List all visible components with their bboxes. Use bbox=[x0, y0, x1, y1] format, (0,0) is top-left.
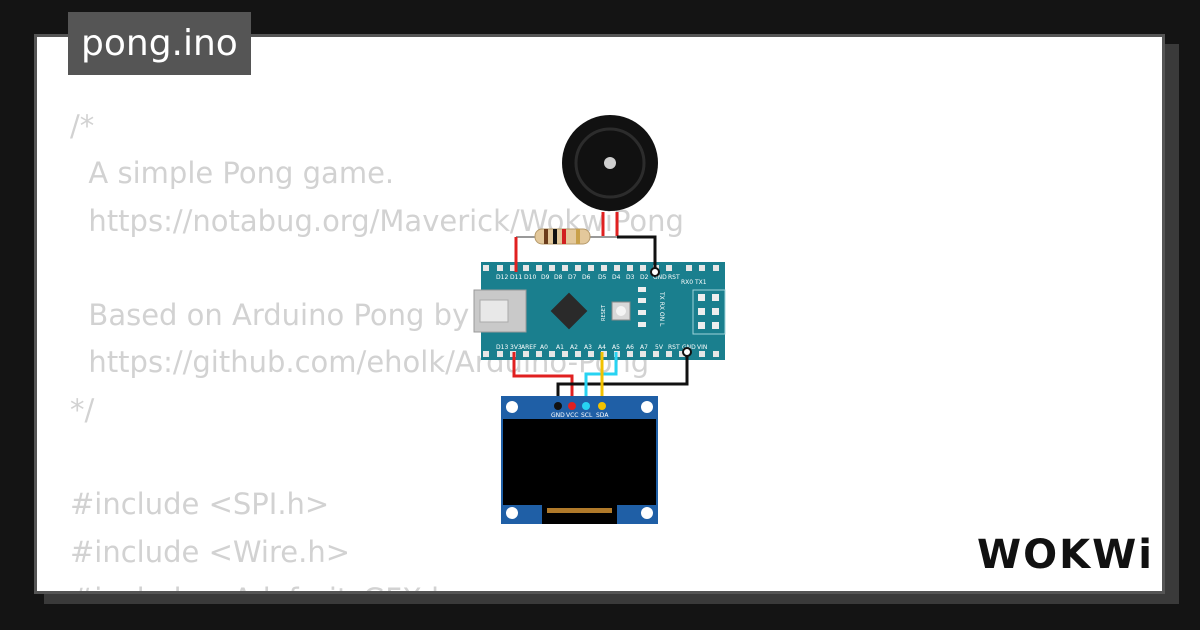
mount-hole bbox=[641, 507, 653, 519]
led-label-on: ON bbox=[658, 312, 665, 321]
wire-gnd bbox=[556, 352, 689, 405]
buzzer[interactable] bbox=[562, 115, 658, 237]
pin-label: RST bbox=[668, 274, 680, 281]
pin-label: D2 bbox=[640, 274, 649, 281]
pin-label: D11 bbox=[510, 274, 522, 281]
arduino-nano[interactable]: RESET TX RX ON L D12 D11 D10 D9 D8 D7 D6… bbox=[473, 262, 726, 360]
pin-label: A0 bbox=[540, 344, 548, 351]
resistor-band bbox=[553, 229, 557, 244]
rx-tx-label: RX0 TX1 bbox=[681, 279, 707, 286]
pin-label: AREF bbox=[521, 344, 537, 351]
oled-pin-label: SCL bbox=[581, 412, 593, 419]
usb-port bbox=[479, 299, 509, 323]
buzzer-hole bbox=[604, 157, 616, 169]
oled-ribbon-strip bbox=[547, 508, 612, 513]
pin-label: 3V3 bbox=[510, 344, 522, 351]
code-preview: /* A simple Pong game. https://notabug.o… bbox=[70, 103, 684, 591]
pin-label: A7 bbox=[640, 344, 648, 351]
led-rx bbox=[638, 298, 646, 303]
wire-vcc bbox=[512, 352, 574, 405]
pin-label: D10 bbox=[524, 274, 536, 281]
led-on bbox=[638, 310, 646, 315]
oled-screen bbox=[503, 419, 656, 505]
bottom-pin-labels: D13 3V3 AREF A0 A1 A2 A3 A4 A5 A6 A7 5V … bbox=[496, 344, 707, 351]
pin-label: D3 bbox=[626, 274, 635, 281]
oled-display[interactable]: GND VCC SCL SDA bbox=[501, 396, 658, 524]
pin-label: VIN bbox=[697, 344, 707, 351]
oled-pin-label: VCC bbox=[566, 412, 578, 419]
file-title: pong.ino bbox=[68, 12, 251, 75]
code-line: #include <SPI.h> bbox=[70, 487, 330, 522]
led-label-rx: RX bbox=[658, 302, 665, 310]
buzzer-ring bbox=[574, 127, 646, 199]
pin-label: GND bbox=[653, 274, 667, 281]
resistor-band bbox=[576, 229, 580, 244]
resistor-band bbox=[562, 229, 566, 244]
oled-ribbon bbox=[542, 505, 617, 524]
reset-button-cap[interactable] bbox=[616, 306, 626, 316]
pin-label: RST bbox=[668, 344, 680, 351]
pin-label: D4 bbox=[612, 274, 621, 281]
resistor[interactable] bbox=[516, 228, 617, 245]
pin-label: A3 bbox=[584, 344, 592, 351]
pin-label: D6 bbox=[582, 274, 591, 281]
code-line: /* bbox=[70, 109, 95, 143]
led-tx bbox=[638, 287, 646, 292]
mount-hole bbox=[506, 507, 518, 519]
led-labels: TX RX ON L bbox=[658, 291, 665, 327]
oled-pin-label: GND bbox=[551, 412, 565, 419]
oled-pins bbox=[554, 402, 606, 410]
pin-label: A5 bbox=[612, 344, 620, 351]
pin-label: 5V bbox=[655, 344, 664, 351]
pin-label: D5 bbox=[598, 274, 607, 281]
pin-label: D9 bbox=[541, 274, 550, 281]
wokwi-logo-text: WOKWi bbox=[977, 532, 1154, 578]
led-l bbox=[638, 322, 646, 327]
pin-label: A4 bbox=[598, 344, 606, 351]
icsp-header bbox=[692, 289, 726, 335]
code-line: A simple Pong game. bbox=[70, 156, 395, 191]
mount-hole bbox=[506, 401, 518, 413]
led-label-tx: TX bbox=[658, 291, 665, 300]
led-label-l: L bbox=[658, 323, 665, 327]
mount-hole bbox=[641, 401, 653, 413]
pin-label: D8 bbox=[554, 274, 563, 281]
oled-pin-label: SDA bbox=[596, 412, 609, 419]
resistor-band bbox=[544, 229, 548, 244]
code-line: */ bbox=[70, 392, 95, 427]
oled-pin-labels: GND VCC SCL SDA bbox=[551, 412, 609, 419]
icsp-pins bbox=[698, 294, 719, 329]
code-line: #include <Adafruit_GFX.h> bbox=[70, 576, 684, 591]
top-pin-labels: D12 D11 D10 D9 D8 D7 D6 D5 D4 D3 D2 GND … bbox=[496, 274, 680, 281]
pin-label: A2 bbox=[570, 344, 578, 351]
pin-label: A1 bbox=[556, 344, 564, 351]
microcontroller-chip bbox=[550, 292, 588, 330]
pin-label: A6 bbox=[626, 344, 634, 351]
pin-label: D12 bbox=[496, 274, 508, 281]
wire-joints bbox=[650, 267, 692, 357]
code-line: #include <Wire.h> bbox=[70, 534, 351, 569]
pin-label: D7 bbox=[568, 274, 577, 281]
wire-buzzer-gnd bbox=[617, 235, 657, 272]
reset-label: RESET bbox=[601, 304, 607, 321]
wokwi-logo: WOKWi bbox=[977, 532, 1154, 578]
pin-label: D13 bbox=[496, 344, 508, 351]
